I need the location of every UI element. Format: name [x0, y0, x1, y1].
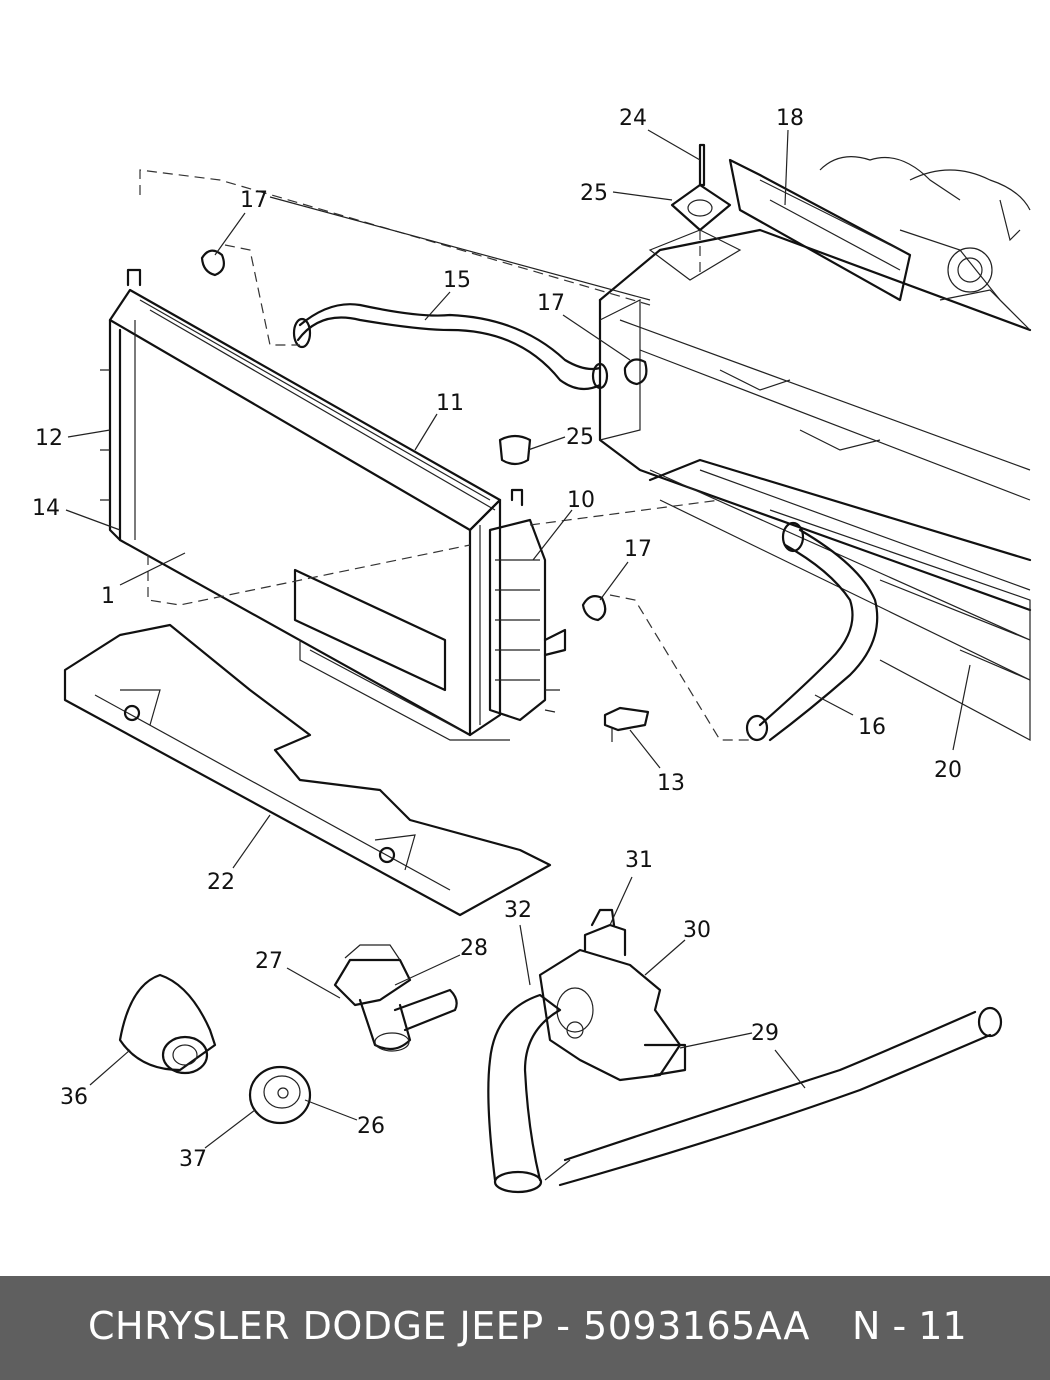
radiator-drawing — [100, 169, 721, 741]
footer-page-number: N - 11 — [852, 1304, 967, 1348]
callout-25-right: 25 — [566, 425, 594, 450]
callout-15: 15 — [443, 268, 471, 293]
water-pump-drawing — [538, 908, 687, 1082]
splash-shield-22-drawing — [63, 623, 552, 917]
callout-12: 12 — [35, 426, 63, 451]
callout-27: 27 — [255, 949, 283, 974]
footer-bar: CHRYSLER DODGE JEEP - 5093165AA N - 11 — [0, 1276, 1050, 1380]
callout-20: 20 — [934, 758, 962, 783]
callout-17-mid: 17 — [537, 291, 565, 316]
callout-28: 28 — [460, 936, 488, 961]
callout-36: 36 — [60, 1085, 88, 1110]
callout-10: 10 — [567, 488, 595, 513]
footer-title: CHRYSLER DODGE JEEP - 5093165AA — [88, 1304, 810, 1348]
callout-18: 18 — [776, 106, 804, 131]
callout-1: 1 — [101, 584, 115, 609]
callout-17-left: 17 — [240, 188, 268, 213]
thermostat-26-drawing — [248, 1065, 312, 1125]
part-36-drawing — [118, 973, 217, 1075]
hose-16-drawing — [609, 521, 879, 742]
hose-15-drawing — [224, 244, 609, 391]
parts-diagram: 24 18 25 17 15 17 11 12 25 10 14 17 1 16… — [32, 106, 1032, 1194]
callout-13: 13 — [657, 771, 685, 796]
callout-31: 31 — [625, 848, 653, 873]
engine-frame-drawing — [598, 156, 1032, 741]
callout-26: 26 — [357, 1114, 385, 1139]
leader-lines — [65, 129, 971, 1149]
callout-29: 29 — [751, 1021, 779, 1046]
pipe-29-drawing — [558, 1006, 1003, 1187]
pipe-32-drawing — [487, 993, 571, 1194]
thermostat-housing-drawing — [333, 944, 458, 1052]
callout-30: 30 — [683, 918, 711, 943]
clamp-17-drawing — [200, 249, 648, 622]
callout-24: 24 — [619, 106, 647, 131]
callout-14: 14 — [32, 496, 60, 521]
callout-16: 16 — [858, 715, 886, 740]
callout-22: 22 — [207, 870, 235, 895]
small-parts-drawing — [603, 143, 732, 742]
callout-17-low: 17 — [624, 537, 652, 562]
callout-labels: 24 18 25 17 15 17 11 12 25 10 14 17 1 16… — [32, 106, 962, 1172]
callout-11: 11 — [436, 391, 464, 416]
callout-32: 32 — [504, 898, 532, 923]
callout-25-top: 25 — [580, 181, 608, 206]
callout-37: 37 — [179, 1147, 207, 1172]
